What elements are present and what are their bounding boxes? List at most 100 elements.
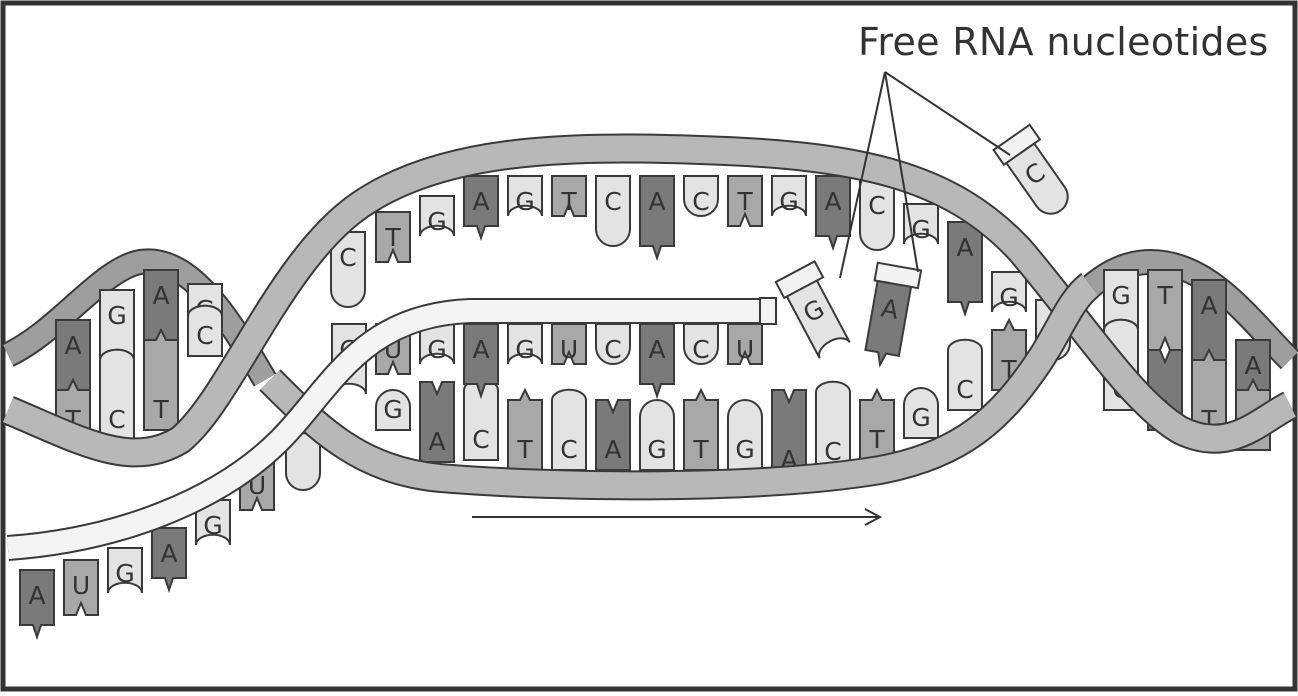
base-letter: G — [383, 395, 402, 424]
base-letter: G — [911, 215, 930, 244]
base-letter: A — [604, 435, 621, 464]
base-letter: G — [779, 187, 798, 216]
coding-base: T — [683, 387, 719, 471]
base-letter: C — [196, 321, 213, 350]
base-shape — [947, 338, 983, 411]
base-shape — [727, 175, 763, 227]
base-letter: A — [428, 427, 445, 456]
coding-base: A — [419, 381, 455, 463]
template-base: C — [683, 175, 719, 217]
base-letter: T — [736, 187, 753, 216]
base-letter: T — [152, 395, 169, 424]
template-base: A — [815, 175, 851, 252]
transcription-direction-arrow — [472, 508, 883, 526]
coding-base: T — [859, 387, 895, 461]
base-letter: G — [203, 511, 222, 540]
base-shape — [463, 175, 499, 242]
base-letter: A — [956, 233, 973, 262]
base-letter: G — [515, 335, 534, 364]
base-letter: G — [427, 335, 446, 364]
coding-base: C — [815, 380, 851, 473]
base-shape — [859, 179, 895, 251]
left-helix-base: C — [99, 348, 135, 441]
base-shape — [595, 399, 631, 471]
coding-base: G — [375, 389, 411, 431]
base-letter: A — [152, 281, 169, 310]
base-shape — [107, 547, 143, 594]
coding-base: G — [639, 399, 675, 471]
base-shape — [195, 499, 231, 546]
rna-tail-base: U — [63, 559, 99, 616]
base-letter: A — [648, 335, 665, 364]
base-shape — [595, 323, 631, 365]
base-letter: C — [108, 405, 125, 434]
template-base: C — [595, 175, 631, 247]
base-shape — [859, 387, 895, 461]
nucleotide-body: C — [1004, 142, 1069, 215]
template-base: G — [507, 175, 543, 217]
base-letter: T — [868, 425, 885, 454]
base-shape — [639, 323, 675, 400]
base-letter: C — [956, 375, 973, 404]
base-shape — [639, 175, 675, 262]
template-base: A — [947, 221, 983, 318]
base-letter: C — [339, 243, 356, 272]
caption-label: Free RNA nucleotides — [858, 20, 1269, 64]
base-letter: G — [735, 435, 754, 464]
base-shape — [785, 279, 851, 359]
base-letter: G — [427, 207, 446, 236]
base-shape — [375, 211, 411, 263]
caption-pointer-lines — [839, 71, 1011, 279]
coding-base: A — [595, 399, 631, 471]
base-letter: A — [1244, 351, 1261, 380]
rna-tail-base: A — [19, 569, 55, 641]
right-helix-base: T — [1147, 269, 1183, 351]
base-shape — [551, 388, 587, 471]
rna-base: C — [595, 323, 631, 365]
base-letter: C — [604, 187, 621, 216]
base-shape — [727, 323, 763, 365]
base-letter: T — [560, 187, 577, 216]
base-shape — [63, 559, 99, 616]
base-letter: A — [472, 187, 489, 216]
template-base: G — [991, 271, 1027, 313]
base-letter: C — [560, 435, 577, 464]
free-nucleotide: C — [992, 123, 1069, 215]
base-shape — [595, 175, 631, 247]
base-shape — [947, 221, 983, 318]
base-letter: G — [515, 187, 534, 216]
base-shape — [187, 304, 223, 357]
base-shape — [463, 323, 499, 400]
coding-base: T — [507, 387, 543, 471]
base-shape — [1004, 142, 1069, 215]
base-shape — [727, 399, 763, 471]
coding-base: C — [947, 338, 983, 411]
base-shape — [375, 389, 411, 431]
base-letter: G — [999, 283, 1018, 312]
base-shape — [143, 327, 179, 431]
rna-tail-base: G — [107, 547, 143, 594]
free-base: A — [864, 279, 913, 368]
rna-strand-end — [759, 297, 777, 325]
coding-base: G — [727, 399, 763, 471]
base-letter: C — [692, 335, 709, 364]
left-helix-base: C — [187, 304, 223, 357]
base-letter: C — [824, 437, 841, 466]
base-shape — [419, 195, 455, 237]
base-shape — [864, 279, 913, 368]
nucleotide-body: A — [864, 279, 913, 368]
base-shape — [551, 323, 587, 365]
base-shape — [507, 387, 543, 471]
base-shape — [815, 175, 851, 252]
base-shape — [903, 387, 939, 439]
base-letter: A — [64, 331, 81, 360]
base-letter: A — [648, 187, 665, 216]
rna-base: C — [683, 323, 719, 365]
base-letter: T — [516, 435, 533, 464]
